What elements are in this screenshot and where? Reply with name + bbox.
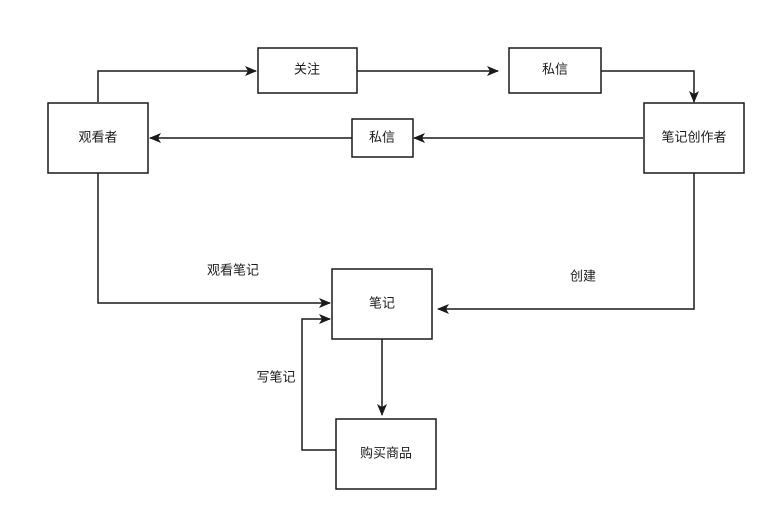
node-buy: 购买商品 xyxy=(335,418,437,490)
edge-creator-to-note xyxy=(437,173,695,314)
node-dm-top: 私信 xyxy=(508,47,602,94)
edge-dm-to-creator xyxy=(601,70,699,103)
node-dm-mid: 私信 xyxy=(351,118,414,158)
node-note-label: 笔记 xyxy=(369,296,395,312)
edge-buy-to-note xyxy=(301,314,336,451)
node-buy-label: 购买商品 xyxy=(360,446,412,462)
node-viewer-label: 观看者 xyxy=(78,130,117,146)
node-note: 笔记 xyxy=(331,268,433,340)
edge-viewer-to-follow xyxy=(97,66,257,102)
node-creator-label: 笔记创作者 xyxy=(661,130,726,146)
edge-label-create: 创建 xyxy=(570,270,596,285)
edge-label-view-note: 观看笔记 xyxy=(207,263,259,279)
node-dm-mid-label: 私信 xyxy=(369,131,395,146)
node-creator: 笔记创作者 xyxy=(643,102,745,174)
node-viewer: 观看者 xyxy=(47,102,149,174)
node-dm-top-label: 私信 xyxy=(542,63,568,78)
node-follow-label: 关注 xyxy=(294,63,320,78)
node-follow: 关注 xyxy=(257,47,358,94)
edge-viewer-to-note xyxy=(97,173,331,308)
edge-label-write-note: 写笔记 xyxy=(256,370,295,386)
